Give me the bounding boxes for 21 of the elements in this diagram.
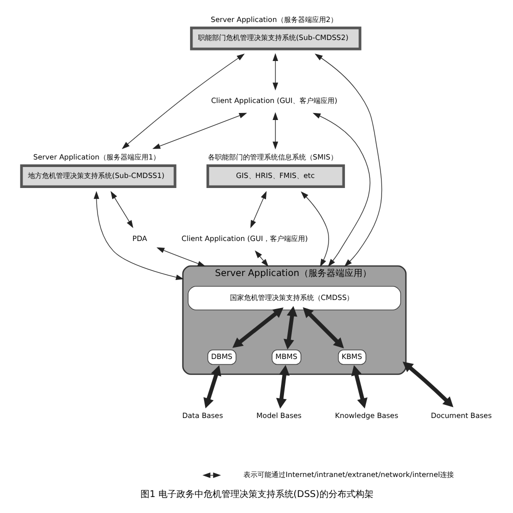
arrow xyxy=(350,365,367,408)
arrow xyxy=(312,112,370,267)
arrow xyxy=(121,54,244,150)
arrow xyxy=(156,247,206,266)
arrow xyxy=(300,191,329,267)
arrow xyxy=(93,191,184,280)
arrow xyxy=(276,365,290,409)
arrow xyxy=(254,250,268,267)
arrow xyxy=(402,362,453,408)
arrow xyxy=(110,191,133,228)
arrow xyxy=(152,112,247,149)
arrow xyxy=(283,306,297,350)
arrow xyxy=(302,307,344,348)
arrow xyxy=(272,53,278,91)
arrow xyxy=(272,112,278,150)
node-label: Server Application（服务器端应用） xyxy=(214,268,371,279)
arrow xyxy=(250,191,266,228)
arrow xyxy=(232,307,283,348)
arrow xyxy=(314,54,382,267)
arrow xyxy=(202,365,221,408)
caption: 图1 电子政务中危机管理决策支持系统(DSS)的分布式构架 xyxy=(140,489,373,500)
